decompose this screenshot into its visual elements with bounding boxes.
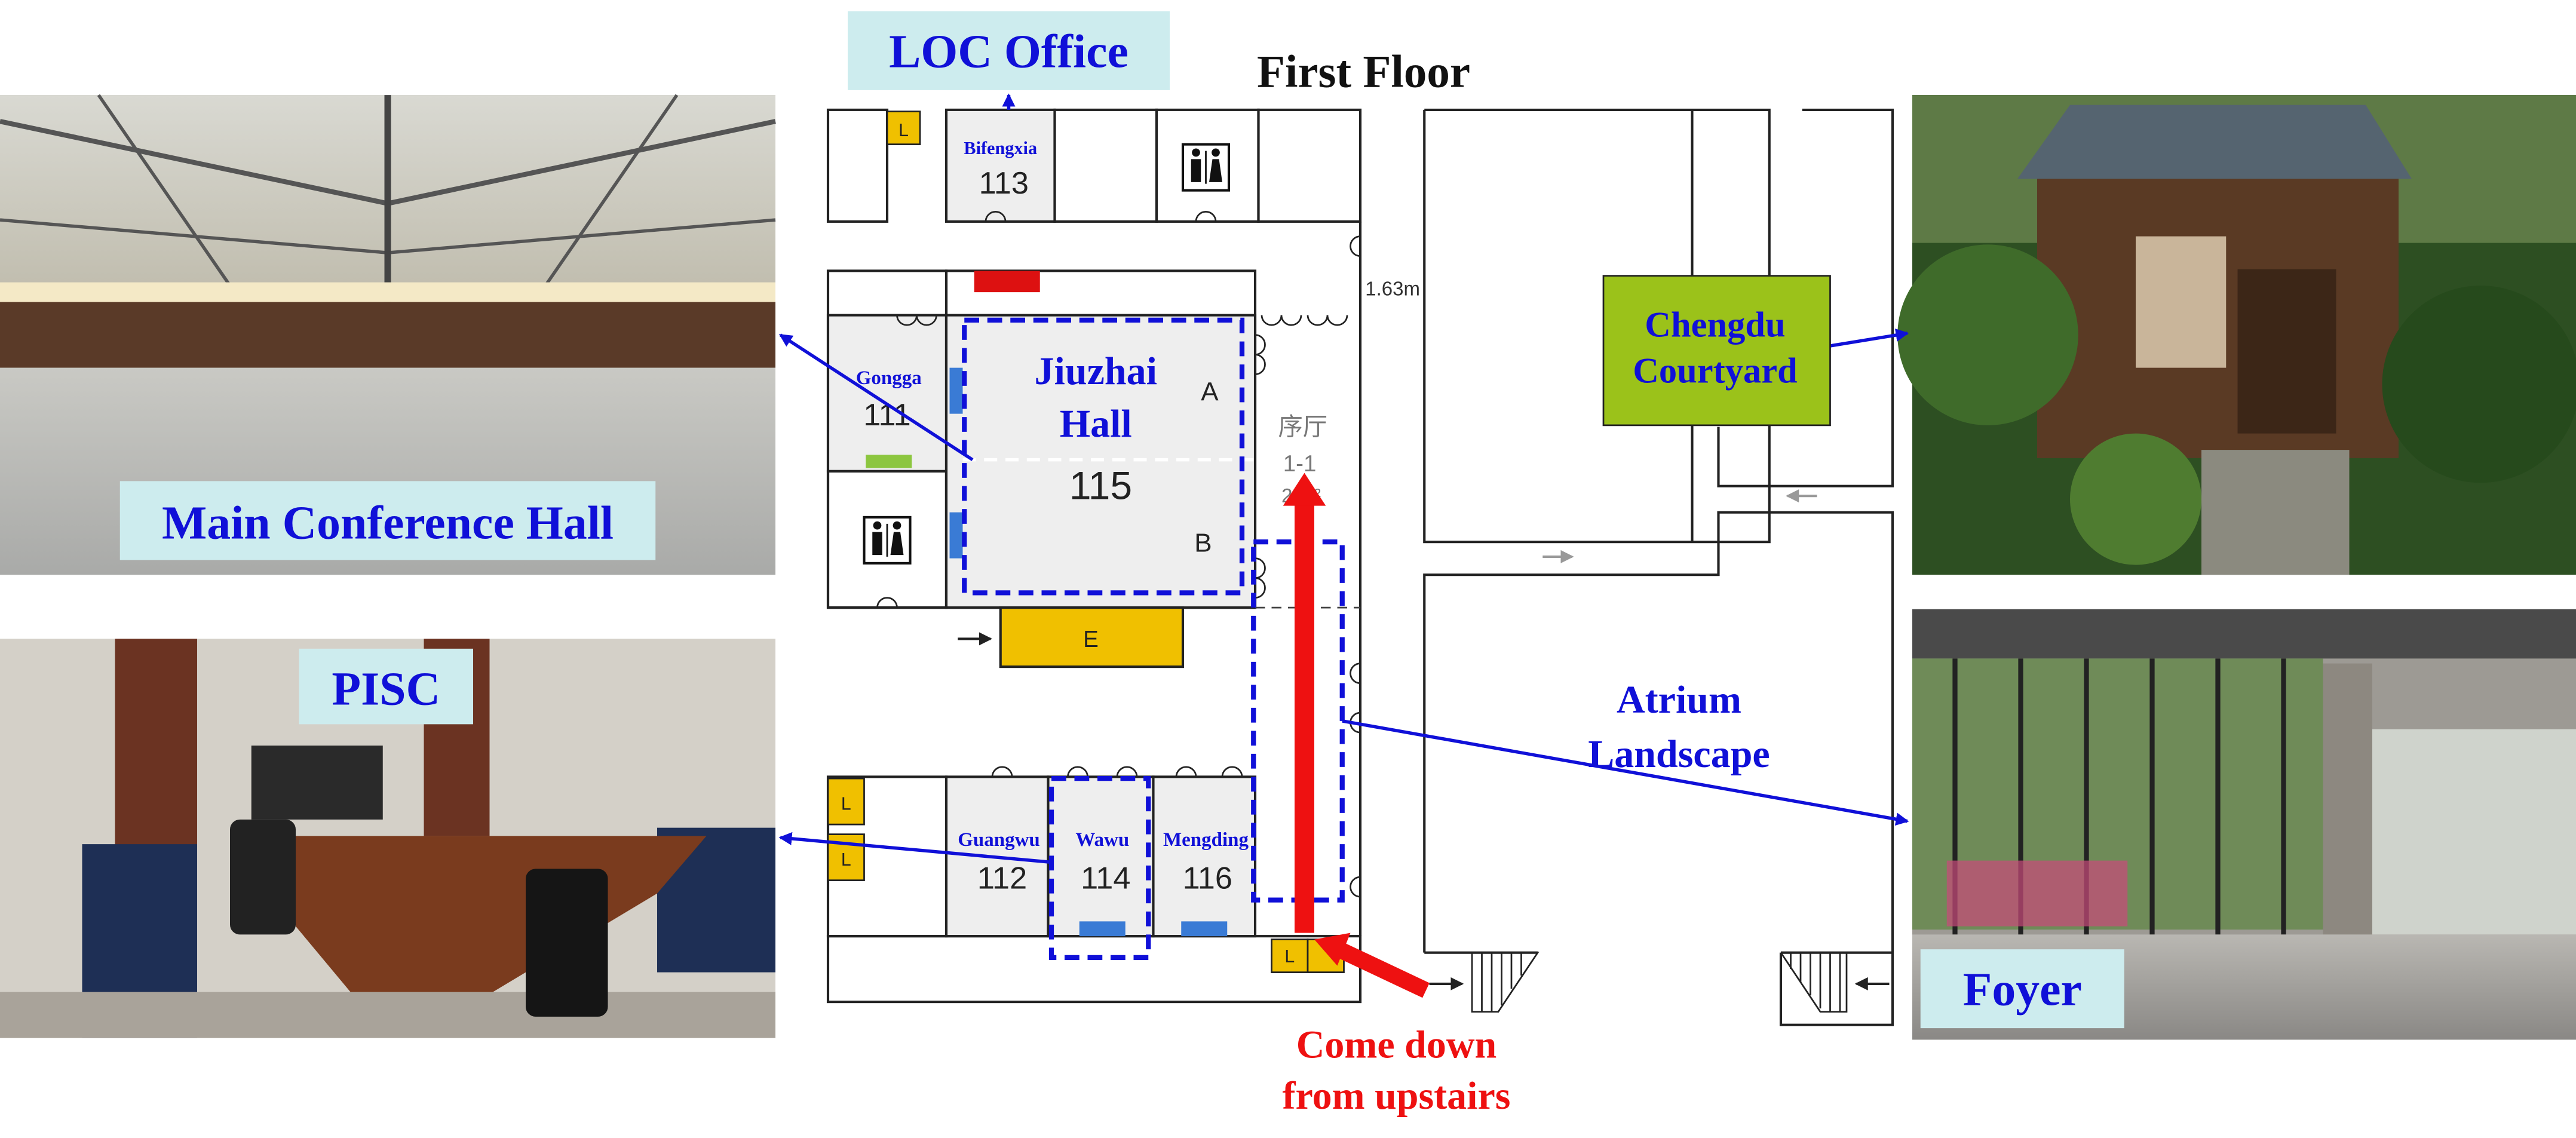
room-113-name: Bifengxia	[964, 138, 1037, 158]
elevator-top: L	[886, 111, 921, 146]
room-115-number: 115	[1069, 464, 1132, 508]
jiuzhai-highlight	[962, 317, 1245, 596]
room-114-number: 114	[1081, 861, 1130, 895]
e-block: E	[999, 606, 1185, 668]
page-title: First Floor	[1257, 45, 1470, 97]
main-hall-photo	[0, 94, 776, 575]
blue-marker	[1181, 921, 1228, 937]
svg-text:Foyer: Foyer	[1963, 964, 2082, 1016]
pisc-pointer	[778, 832, 1052, 864]
door-swings	[876, 211, 1361, 898]
blue-marker	[949, 512, 963, 559]
room-115-section-b: B	[1194, 529, 1212, 558]
room-115-section-a: A	[1201, 378, 1219, 407]
atrium-landscape-label: Atrium Landscape	[1588, 678, 1770, 776]
room-111-name: Gongga	[856, 367, 922, 389]
room-115-name-l1: Jiuzhai	[1035, 349, 1157, 393]
stairs	[1471, 952, 1848, 1013]
lobby-number-label: 1-1	[1283, 451, 1317, 477]
elevator-left-1: L	[827, 777, 865, 826]
restroom-icon	[1181, 143, 1231, 192]
red-marker	[974, 271, 1040, 293]
svg-text:E: E	[1083, 627, 1099, 652]
loc-office-label: LOC Office	[848, 11, 1170, 90]
svg-text:LOC Office: LOC Office	[889, 25, 1128, 78]
courtyard-photo	[1897, 95, 2576, 575]
corridor-width-label: 1.63m	[1365, 278, 1420, 300]
come-down-label: Come down from upstairs	[1283, 1023, 1511, 1118]
chengdu-courtyard-label: Chengdu Courtyard	[1602, 275, 1831, 427]
svg-text:Chengdu: Chengdu	[1645, 305, 1785, 345]
pisc-label: PISC	[299, 648, 473, 725]
room-112-number: 112	[977, 861, 1027, 895]
svg-text:Courtyard: Courtyard	[1633, 351, 1798, 391]
room-113-number: 113	[979, 166, 1029, 201]
green-marker	[866, 455, 912, 468]
upstairs-route-arrow	[1283, 473, 1326, 933]
svg-text:L: L	[898, 121, 909, 140]
room-115-name-l2: Hall	[1060, 402, 1132, 446]
foyer-label: Foyer	[1920, 949, 2124, 1029]
svg-text:PISC: PISC	[332, 662, 440, 715]
room-116-name: Mengding	[1163, 829, 1249, 851]
svg-text:Come down: Come down	[1296, 1023, 1497, 1067]
lobby-cn-label: 序厅	[1278, 413, 1328, 440]
room-112-name: Guangwu	[958, 829, 1040, 851]
main-hall-pointer	[778, 333, 974, 461]
svg-text:L: L	[841, 850, 851, 870]
courtyard-pointer	[1826, 329, 1909, 348]
blue-marker	[949, 367, 963, 414]
svg-text:L: L	[841, 794, 851, 814]
come-down-arrow	[1314, 933, 1430, 998]
blue-marker	[1079, 921, 1126, 937]
svg-text:Landscape: Landscape	[1588, 732, 1770, 776]
svg-text:L: L	[1284, 947, 1295, 967]
restroom-icon-2	[863, 516, 912, 565]
wawu-highlight	[1048, 776, 1151, 960]
svg-text:from upstairs: from upstairs	[1283, 1074, 1511, 1118]
room-116-number: 116	[1183, 861, 1232, 895]
main-hall-label: Main Conference Hall	[119, 481, 656, 560]
room-114-name: Wawu	[1075, 829, 1129, 851]
atrium-pointer	[1342, 719, 1909, 826]
svg-text:Atrium: Atrium	[1617, 678, 1741, 722]
svg-text:Main Conference Hall: Main Conference Hall	[162, 497, 614, 550]
